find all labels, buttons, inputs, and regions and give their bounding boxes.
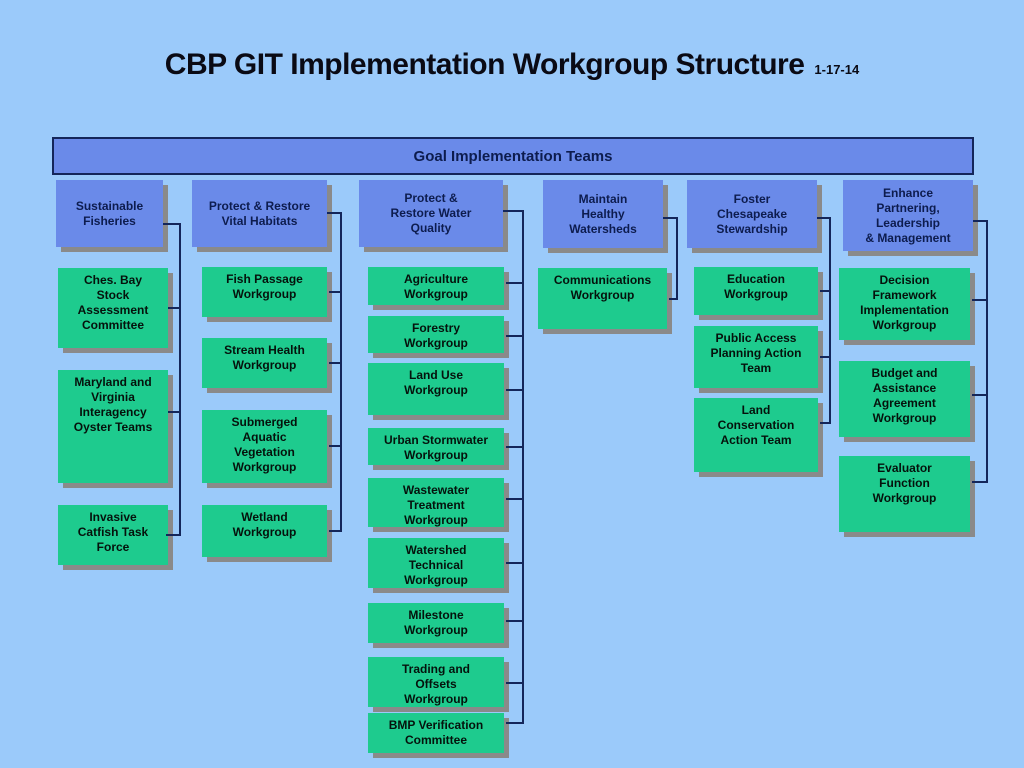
workgroup-box-bmp-verification-committee: BMP Verification Committee <box>368 713 504 753</box>
connector-enhance-partnering-leadership-management <box>972 220 988 483</box>
workgroup-box-invasive-catfish-task-force: Invasive Catfish Task Force <box>58 505 168 565</box>
goal-implementation-teams-label: Goal Implementation Teams <box>413 147 613 165</box>
slide-title-row: CBP GIT Implementation Workgroup Structu… <box>0 44 1024 86</box>
workgroup-box-agriculture: Agriculture Workgroup <box>368 267 504 305</box>
workgroup-box-submerged-aquatic-vegetation: Submerged Aquatic Vegetation Workgroup <box>202 410 327 483</box>
slide-title: CBP GIT Implementation Workgroup Structu… <box>164 48 805 81</box>
connector-protect-restore-vital-habitats <box>327 212 342 532</box>
workgroup-box-decision-framework-implementation: Decision Framework Implementation Workgr… <box>839 268 970 340</box>
workgroup-box-stream-health: Stream Health Workgroup <box>202 338 327 388</box>
team-box-maintain-healthy-watersheds: Maintain Healthy Watersheds <box>543 180 663 248</box>
workgroup-box-fish-passage: Fish Passage Workgroup <box>202 267 327 317</box>
workgroup-box-watershed-technical: Watershed Technical Workgroup <box>368 538 504 588</box>
slide-title-date: 1-17-14 <box>814 62 860 77</box>
workgroup-box-trading-and-offsets: Trading and Offsets Workgroup <box>368 657 504 707</box>
workgroup-box-evaluator-function: Evaluator Function Workgroup <box>839 456 970 532</box>
workgroup-box-public-access-planning-action-team: Public Access Planning Action Team <box>694 326 818 388</box>
workgroup-box-milestone: Milestone Workgroup <box>368 603 504 643</box>
team-box-protect-restore-water-quality: Protect & Restore Water Quality <box>359 180 503 247</box>
team-label: Maintain Healthy Watersheds <box>569 191 637 236</box>
workgroup-box-maryland-virginia-interagency-oyster-teams: Maryland and Virginia Interagency Oyster… <box>58 370 168 483</box>
team-box-foster-chesapeake-stewardship: Foster Chesapeake Stewardship <box>687 180 817 248</box>
team-box-protect-restore-vital-habitats: Protect & Restore Vital Habitats <box>192 180 327 247</box>
workgroup-box-education: Education Workgroup <box>694 267 818 315</box>
goal-implementation-teams-bar: Goal Implementation Teams <box>52 137 974 175</box>
workgroup-box-wastewater-treatment: Wastewater Treatment Workgroup <box>368 478 504 527</box>
workgroup-box-land-use: Land Use Workgroup <box>368 363 504 415</box>
workgroup-box-wetland: Wetland Workgroup <box>202 505 327 557</box>
team-label: Protect & Restore Water Quality <box>390 191 472 235</box>
team-label: Enhance Partnering, Leadership & Managem… <box>865 185 951 245</box>
workgroup-box-land-conservation-action-team: Land Conservation Action Team <box>694 398 818 472</box>
connector-foster-chesapeake-stewardship <box>817 217 831 424</box>
workgroup-box-ches-bay-stock-assessment-committee: Ches. Bay Stock Assessment Committee <box>58 268 168 348</box>
connector-protect-restore-water-quality <box>503 210 524 724</box>
team-label: Sustainable Fisheries <box>75 198 144 228</box>
workgroup-box-budget-assistance-agreement: Budget and Assistance Agreement Workgrou… <box>839 361 970 437</box>
workgroup-box-communications: Communications Workgroup <box>538 268 667 329</box>
team-label: Protect & Restore Vital Habitats <box>208 198 311 228</box>
workgroup-box-urban-stormwater: Urban Stormwater Workgroup <box>368 428 504 465</box>
team-label: Foster Chesapeake Stewardship <box>716 191 788 236</box>
workgroup-box-forestry: Forestry Workgroup <box>368 316 504 353</box>
team-box-enhance-partnering-leadership-management: Enhance Partnering, Leadership & Managem… <box>843 180 973 251</box>
team-box-sustainable-fisheries: Sustainable Fisheries <box>56 180 163 247</box>
